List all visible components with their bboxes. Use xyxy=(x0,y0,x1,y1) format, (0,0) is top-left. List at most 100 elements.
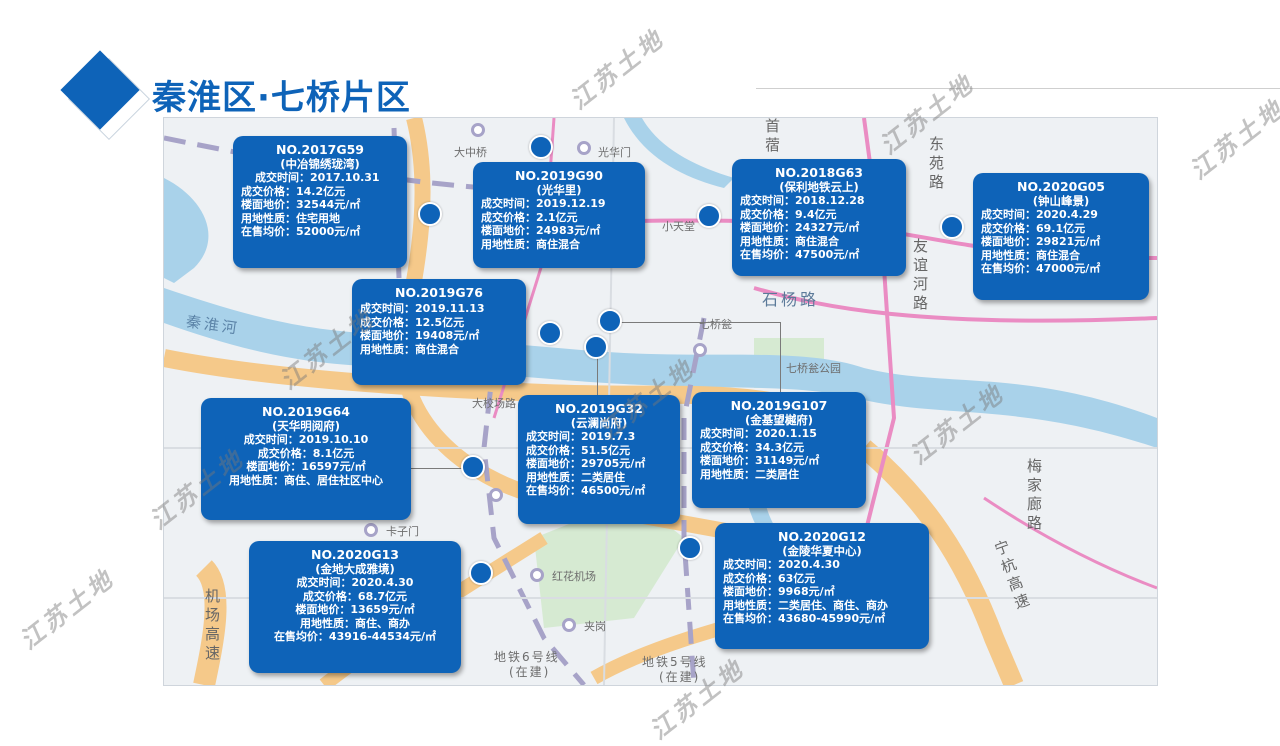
page-title: 秦淮区·七桥片区 xyxy=(152,78,411,118)
marker-g12[interactable] xyxy=(678,536,702,560)
parcel-row: 用地性质：二类居住 xyxy=(526,470,625,484)
parcel-card-g59[interactable]: NO.2017G59 (中冶锦绣珑湾) 成交时间：2017.10.31 成交价格… xyxy=(233,136,407,268)
label-jiagang: 夹岗 xyxy=(584,620,606,633)
parcel-row: 成交时间：2019.12.19 xyxy=(481,197,606,210)
parcel-card-g12[interactable]: NO.2020G12 (金陵华夏中心) 成交时间：2020.4.30 成交价格：… xyxy=(715,523,929,649)
parcel-row: 成交价格：34.3亿元 xyxy=(700,440,805,454)
parcel-row: 用地性质：商住混合 xyxy=(360,342,459,356)
marker-g32[interactable] xyxy=(584,335,608,359)
parcel-name: (中冶锦绣珑湾) xyxy=(280,157,360,171)
parcel-row: 楼面地价：32544元/㎡ xyxy=(241,198,361,211)
parcel-no: NO.2018G63 xyxy=(774,165,863,180)
label-honghua-airport: 红花机场 xyxy=(552,570,596,583)
parcel-card-g05[interactable]: NO.2020G05 (钟山峰景) 成交时间：2020.4.29 成交价格：69… xyxy=(973,173,1149,300)
parcel-card-g76[interactable]: NO.2019G76 成交时间：2019.11.13 成交价格：12.5亿元 楼… xyxy=(352,279,526,385)
parcel-name: (金陵华夏中心) xyxy=(782,544,862,558)
marker-g63[interactable] xyxy=(697,204,721,228)
parcel-card-g107[interactable]: NO.2019G107 (金基望樾府) 成交时间：2020.1.15 成交价格：… xyxy=(692,392,866,508)
label-metro6-status: (在建) xyxy=(509,665,551,679)
marker-g59[interactable] xyxy=(418,202,442,226)
parcel-no: NO.2019G76 xyxy=(394,285,483,300)
label-xiaotianjing: 小天堂 xyxy=(662,220,695,233)
station-dazhongqiao xyxy=(471,123,485,137)
qinhuai-river xyxy=(164,288,1157,448)
connector-g107-vertical xyxy=(780,322,781,402)
parcel-row: 在售均价：47000元/㎡ xyxy=(981,262,1101,275)
parcel-row: 成交价格：69.1亿元 xyxy=(981,221,1086,235)
parcel-name: (天华明阅府) xyxy=(271,419,340,433)
parcel-name: (钟山峰景) xyxy=(1032,194,1090,208)
marker-g05[interactable] xyxy=(940,215,964,239)
marker-g76[interactable] xyxy=(538,321,562,345)
label-qiqiaowong: 七桥瓮 xyxy=(699,318,732,331)
parcel-name: (金地大成雅境) xyxy=(315,562,395,576)
parcel-no: NO.2020G12 xyxy=(777,529,866,544)
label-airport-expressway: 机场高速 xyxy=(203,588,221,664)
parcel-row: 在售均价：46500元/㎡ xyxy=(526,484,646,497)
station-guanghuamen xyxy=(577,141,591,155)
parcel-row: 成交时间：2018.12.28 xyxy=(740,194,865,207)
label-metro6: 地铁6号线 xyxy=(494,650,560,664)
parcel-card-g90[interactable]: NO.2019G90 (光华里) 成交时间：2019.12.19 成交价格：2.… xyxy=(473,162,645,268)
station-daxiaochang xyxy=(489,488,503,502)
parcel-no: NO.2019G90 xyxy=(514,168,603,183)
parcel-row: 成交价格：68.7亿元 xyxy=(302,589,408,603)
parcel-row: 在售均价：43916-44534元/㎡ xyxy=(273,630,437,643)
parcel-row: 楼面地价：29705元/㎡ xyxy=(526,457,646,470)
parcel-row: 成交时间：2020.4.29 xyxy=(981,208,1098,221)
parcel-row: 楼面地价：24983元/㎡ xyxy=(481,224,601,237)
parcel-name: (金基望樾府) xyxy=(744,413,813,427)
parcel-no: NO.2020G05 xyxy=(1016,179,1105,194)
parcel-row: 在售均价：47500元/㎡ xyxy=(740,248,860,261)
parcel-no: NO.2017G59 xyxy=(275,142,364,157)
parcel-row: 用地性质：商住、商办 xyxy=(300,616,410,630)
road-pink-3 xyxy=(753,286,1157,323)
label-qiqiaowong-park: 七桥瓮公园 xyxy=(786,362,841,375)
metro-line-1 xyxy=(164,135,545,201)
parcel-row: 成交价格：63亿元 xyxy=(723,571,816,585)
station-kazimen xyxy=(364,523,378,537)
parcel-card-g64[interactable]: NO.2019G64 (天华明阅府) 成交时间：2019.10.10 成交价格：… xyxy=(201,398,411,520)
parcel-card-g32[interactable]: NO.2019G32 (云澜尚府) 成交时间：2019.7.3 成交价格：51.… xyxy=(518,395,680,524)
parcel-row: 用地性质：二类居住、商住、商办 xyxy=(723,598,888,612)
parcel-row: 楼面地价：29821元/㎡ xyxy=(981,235,1101,248)
parcel-row: 楼面地价：24327元/㎡ xyxy=(740,221,860,234)
watermark: 江苏土地 xyxy=(1184,93,1280,185)
marker-g13[interactable] xyxy=(469,561,493,585)
parcel-row: 成交时间：2020.4.30 xyxy=(723,558,840,571)
marker-g64[interactable] xyxy=(461,455,485,479)
parcel-card-g13[interactable]: NO.2020G13 (金地大成雅境) 成交时间：2020.4.30 成交价格：… xyxy=(249,541,461,673)
parcel-row: 在售均价：43680-45990元/㎡ xyxy=(723,612,886,625)
connector-g107 xyxy=(611,322,781,323)
connector-g64 xyxy=(406,468,474,469)
parcel-row: 用地性质：二类居住 xyxy=(700,467,799,481)
label-kazimen: 卡子门 xyxy=(386,525,419,538)
airport-expressway xyxy=(193,560,227,685)
parcel-row: 成交时间：2019.11.13 xyxy=(360,302,485,315)
parcel-row: 成交价格：14.2亿元 xyxy=(241,184,346,198)
label-dajiao-field: 大校场路 xyxy=(472,397,516,410)
parcel-row: 成交时间：2019.10.10 xyxy=(243,433,369,446)
marker-g90[interactable] xyxy=(529,135,553,159)
label-metro5: 地铁5号线 xyxy=(642,655,708,669)
label-youyi-river-road: 友谊河路 xyxy=(911,238,929,314)
parcel-name: (云澜尚府) xyxy=(570,416,628,430)
parcel-no: NO.2019G32 xyxy=(554,401,643,416)
ningli-expressway xyxy=(857,440,1024,685)
parcel-row: 用地性质：商住、居住社区中心 xyxy=(229,473,383,487)
parcel-name: (光华里) xyxy=(536,183,582,197)
label-metro5-status: (在建) xyxy=(659,670,701,684)
label-dongyuan-road: 东苑路 xyxy=(927,136,945,193)
parcel-row: 用地性质：住宅用地 xyxy=(241,211,340,225)
parcel-row: 成交价格：12.5亿元 xyxy=(360,315,465,329)
metro-line-6 xyxy=(481,357,586,685)
parcel-card-g63[interactable]: NO.2018G63 (保利地铁云上) 成交时间：2018.12.28 成交价格… xyxy=(732,159,906,276)
station-honghua xyxy=(530,568,544,582)
marker-g107[interactable] xyxy=(598,309,622,333)
parcel-row: 成交时间：2019.7.3 xyxy=(526,430,636,443)
park-area xyxy=(534,498,684,628)
parcel-row: 用地性质：商住混合 xyxy=(740,234,839,248)
metro-line-5 xyxy=(681,317,707,685)
parcel-row: 楼面地价：19408元/㎡ xyxy=(360,329,480,342)
parcel-no: NO.2020G13 xyxy=(310,547,399,562)
